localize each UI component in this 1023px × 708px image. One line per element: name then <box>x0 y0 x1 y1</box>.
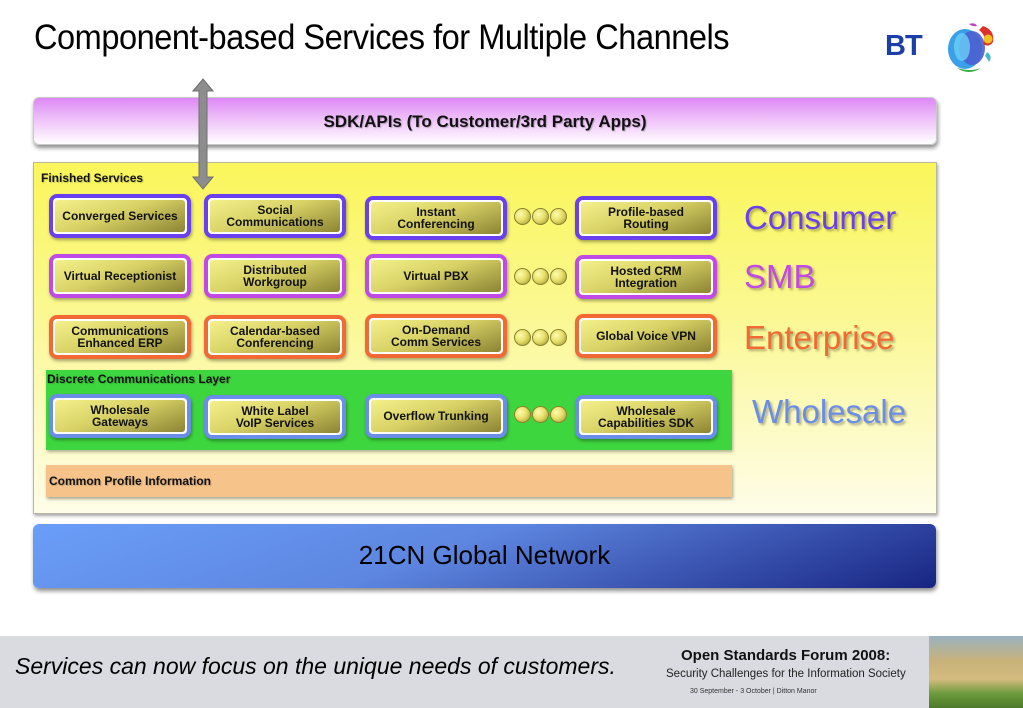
forum-subtitle: Security Challenges for the Information … <box>666 668 906 680</box>
footer-bar <box>0 636 1023 708</box>
service-label: Communications Enhanced ERP <box>55 321 185 353</box>
service-label: Converged Services <box>55 200 185 232</box>
bt-logo-text: BT <box>885 30 923 62</box>
service-box-global-voice-vpn[interactable]: Global Voice VPN <box>575 314 717 358</box>
service-label: Hosted CRM Integration <box>581 261 711 293</box>
forum-title: Open Standards Forum 2008: <box>681 647 891 664</box>
service-box-calendar-based-conferencing[interactable]: Calendar-based Conferencing <box>204 315 346 359</box>
segment-label-wholesale: Wholesale <box>752 393 907 430</box>
service-label: Virtual PBX <box>371 260 501 292</box>
service-label: Global Voice VPN <box>581 320 711 352</box>
global-network-label: 21CN Global Network <box>358 540 611 570</box>
service-label: Distributed Workgroup <box>210 260 340 292</box>
service-label: Wholesale Gateways <box>55 400 185 432</box>
service-label: Overflow Trunking <box>371 400 501 432</box>
ditton-manor-photo <box>929 636 1023 708</box>
footer-tagline: Services can now focus on the unique nee… <box>15 653 616 679</box>
common-profile-layer: Common Profile Information <box>46 465 732 497</box>
finished-services-label: Finished Services <box>41 171 144 185</box>
more-services-ellipsis-icon <box>514 268 568 286</box>
more-services-ellipsis-icon <box>514 208 568 226</box>
service-label: Wholesale Capabilities SDK <box>581 401 711 433</box>
forum-date: 30 September - 3 October | Ditton Manor <box>690 688 817 695</box>
segment-label-enterprise: Enterprise <box>744 319 895 356</box>
sdk-api-label: SDK/APIs (To Customer/3rd Party Apps) <box>323 112 647 131</box>
common-profile-label: Common Profile Information <box>49 474 211 488</box>
service-box-communications-enhanced-erp[interactable]: Communications Enhanced ERP <box>49 315 191 359</box>
service-label: Calendar-based Conferencing <box>210 321 340 353</box>
service-label: Virtual Receptionist <box>55 260 185 292</box>
bt-logo: BT <box>885 18 1005 76</box>
finished-services-panel: Finished Services Converged Services Soc… <box>33 162 937 514</box>
service-label: Social Communications <box>210 200 340 232</box>
service-label: Profile-based Routing <box>581 202 711 234</box>
more-services-ellipsis-icon <box>514 329 568 347</box>
service-box-hosted-crm-integration[interactable]: Hosted CRM Integration <box>575 255 717 299</box>
service-box-instant-conferencing[interactable]: Instant Conferencing <box>365 196 507 240</box>
service-box-on-demand-comm-services[interactable]: On-Demand Comm Services <box>365 314 507 358</box>
service-label: White Label VoIP Services <box>210 401 340 433</box>
sdk-api-layer: SDK/APIs (To Customer/3rd Party Apps) <box>33 97 937 145</box>
service-box-white-label-voip-services[interactable]: White Label VoIP Services <box>204 395 346 439</box>
service-box-wholesale-capabilities-sdk[interactable]: Wholesale Capabilities SDK <box>575 395 717 439</box>
global-network-layer: 21CN Global Network <box>33 524 936 588</box>
service-box-distributed-workgroup[interactable]: Distributed Workgroup <box>204 254 346 298</box>
service-box-overflow-trunking[interactable]: Overflow Trunking <box>365 394 507 438</box>
bt-piper-logo-icon <box>948 23 994 72</box>
bidirectional-arrow-icon <box>192 78 214 190</box>
discrete-communications-layer: Discrete Communications Layer Wholesale … <box>46 370 732 450</box>
service-box-converged-services[interactable]: Converged Services <box>49 194 191 238</box>
page-title: Component-based Services for Multiple Ch… <box>34 18 730 57</box>
segment-label-consumer: Consumer <box>744 199 897 236</box>
service-label: On-Demand Comm Services <box>371 320 501 352</box>
service-box-virtual-pbx[interactable]: Virtual PBX <box>365 254 507 298</box>
more-services-ellipsis-icon <box>514 406 568 424</box>
segment-label-smb: SMB <box>744 258 816 295</box>
service-box-social-communications[interactable]: Social Communications <box>204 194 346 238</box>
service-box-profile-based-routing[interactable]: Profile-based Routing <box>575 196 717 240</box>
discrete-layer-label: Discrete Communications Layer <box>47 372 231 386</box>
service-box-wholesale-gateways[interactable]: Wholesale Gateways <box>49 394 191 438</box>
service-label: Instant Conferencing <box>371 202 501 234</box>
service-box-virtual-receptionist[interactable]: Virtual Receptionist <box>49 254 191 298</box>
